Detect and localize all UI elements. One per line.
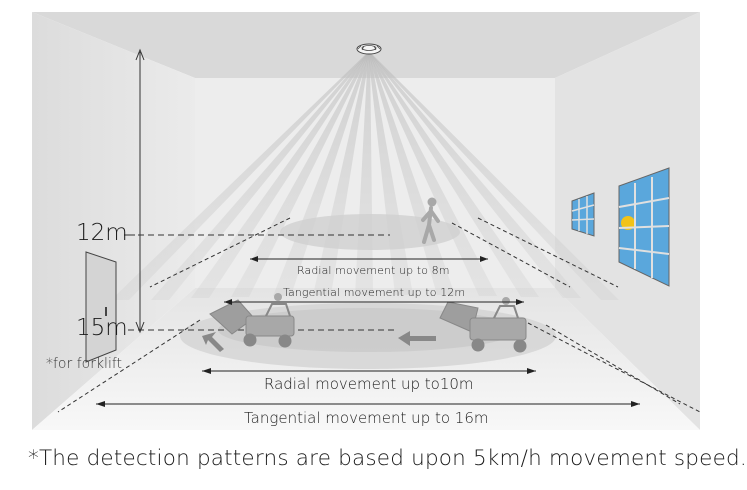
forklift-note: *for forklift [46,356,123,372]
tangential-boundaries [57,217,701,413]
person-detection-zone [280,214,460,250]
person-tangential-label: Tangential movement up to 12m [283,286,466,299]
detection-beam [111,52,370,300]
arrow-icon [202,331,436,352]
forklift-icon [439,297,527,353]
detection-beam [368,52,581,298]
height-indicator [124,48,145,334]
window-icon [571,167,670,287]
footnote: *The detection patterns are based upon 5… [28,446,747,471]
forklift-height-label: 15m [76,315,128,341]
detection-beam [368,52,497,296]
detection-beam [368,52,539,297]
left-wall [32,12,195,430]
walking-person-icon [421,197,440,244]
forklift-tangential-label: Tangential movement up to 16m [244,409,489,427]
forklift-icon [209,293,295,348]
room-scene [32,12,701,430]
forklift-radial-label: Radial movement up to10m [264,375,474,393]
dimension-arrows [96,256,640,407]
person-height-label: 12m [76,220,128,246]
detection-diagram: 12m 15m *for forklift Radial movement up… [28,12,747,471]
detection-beam [151,52,370,300]
ceiling-sensor-icon [356,43,382,55]
detection-beam [191,52,370,298]
door-icon [85,251,117,363]
detection-beam [231,52,370,297]
person-radial-label: Radial movement up to 8m [297,264,450,277]
detection-beam [368,52,619,300]
